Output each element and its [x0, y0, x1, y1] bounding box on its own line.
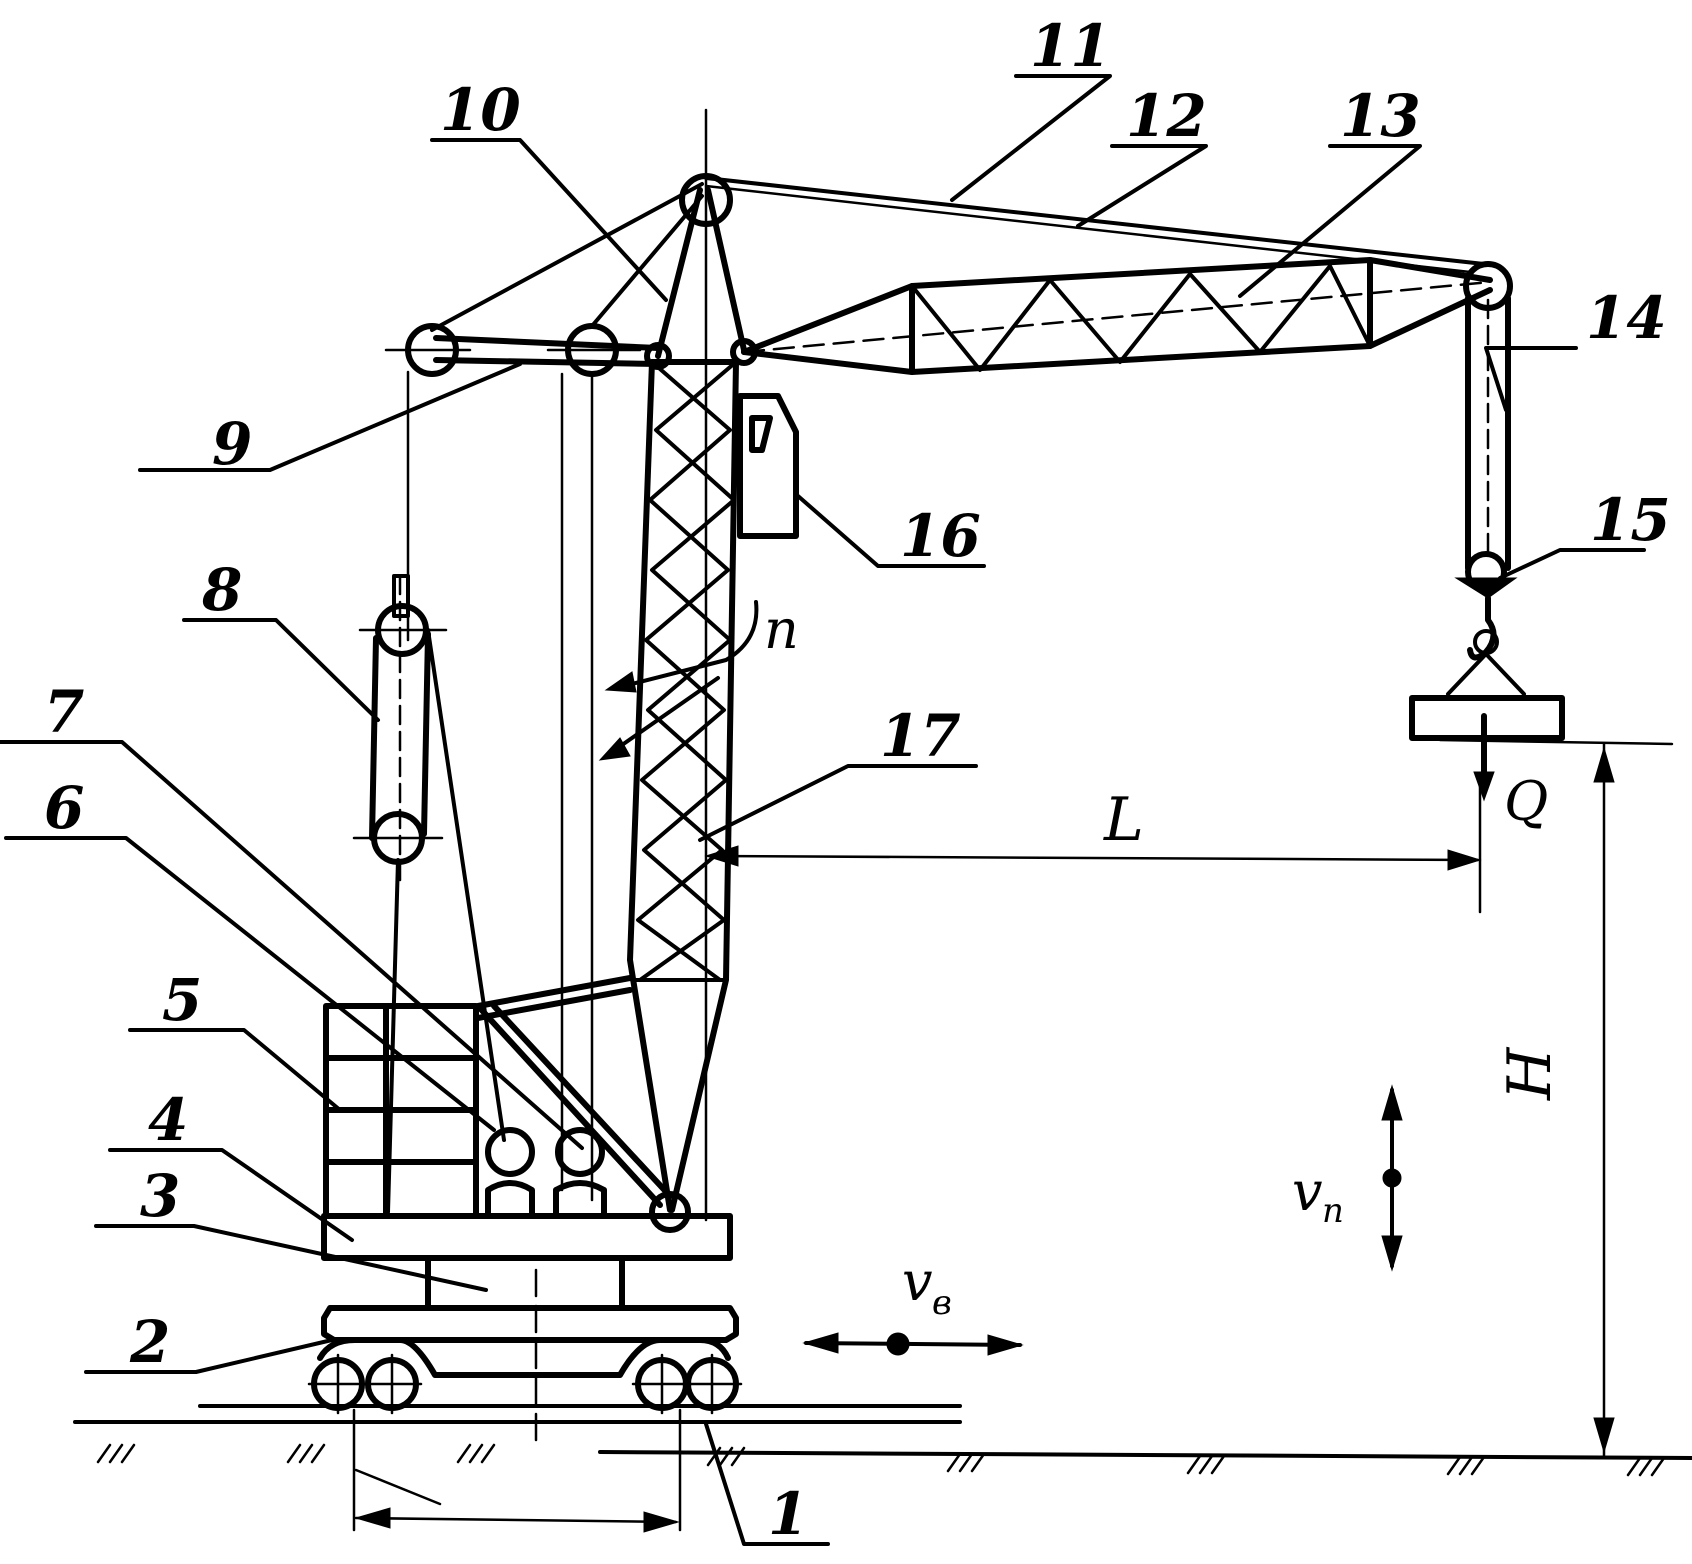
jib-stays — [704, 176, 1486, 274]
label-travel-speed: v в — [902, 1250, 952, 1323]
winch-right — [553, 1127, 607, 1217]
dimension-base — [352, 1268, 682, 1533]
winch-left — [485, 1127, 535, 1217]
label-reach: L — [1103, 785, 1144, 855]
dimension-reach — [704, 778, 1482, 914]
tower-pivot — [649, 1191, 691, 1233]
callout-3: 3 — [140, 1162, 180, 1230]
jib — [741, 257, 1493, 375]
callout-1: 1 — [768, 1480, 808, 1548]
turntable-platform — [321, 1213, 733, 1261]
leader-lines — [0, 74, 1646, 1546]
load — [1409, 695, 1565, 802]
travel-speed-arrow — [802, 1332, 1024, 1356]
svg-text:в: в — [932, 1283, 952, 1323]
wheel-4 — [681, 1353, 743, 1415]
callout-16: 16 — [900, 502, 981, 570]
hoist-rope — [1465, 295, 1511, 571]
counterweight — [323, 1003, 479, 1219]
callout-15: 15 — [1590, 486, 1671, 554]
callout-7: 7 — [44, 678, 84, 746]
callout-17: 17 — [880, 702, 961, 770]
callout-10: 10 — [440, 76, 521, 144]
svg-text:п: п — [1322, 1191, 1344, 1231]
rotation-arrows — [598, 600, 759, 761]
boom-hoist-pulley-block — [352, 574, 506, 1214]
callout-9: 9 — [212, 410, 252, 478]
label-height: H — [1495, 1046, 1565, 1101]
hook-block — [1446, 551, 1526, 696]
undercarriage — [307, 1305, 743, 1415]
dimension-height — [1438, 738, 1674, 1458]
callout-5: 5 — [162, 966, 202, 1034]
label-load: Q — [1504, 770, 1548, 833]
counter-jib — [384, 182, 704, 1202]
label-rotation: n — [764, 598, 799, 661]
chassis-frame — [321, 1305, 739, 1343]
callout-13: 13 — [1340, 82, 1421, 150]
tower-strut — [475, 975, 673, 1208]
svg-text:v: v — [1292, 1160, 1323, 1223]
callout-11: 11 — [1030, 12, 1111, 80]
ground — [73, 1404, 1692, 1477]
label-lift-speed: v п — [1292, 1160, 1344, 1231]
callout-12: 12 — [1126, 82, 1207, 150]
operator-cabin — [737, 393, 799, 539]
callout-6: 6 — [44, 774, 84, 842]
svg-text:v: v — [902, 1250, 933, 1313]
callout-2: 2 — [129, 1308, 170, 1376]
callout-14: 14 — [1586, 284, 1667, 352]
winches — [485, 1127, 607, 1217]
lift-speed-arrow — [1381, 1084, 1403, 1272]
wheel-2 — [361, 1353, 423, 1415]
callout-4: 4 — [148, 1086, 188, 1154]
callout-numbers: 1 2 3 4 5 6 7 8 9 10 11 12 13 14 15 16 1… — [44, 12, 1671, 1548]
callout-8: 8 — [201, 556, 242, 624]
tower-mast — [627, 359, 739, 1213]
